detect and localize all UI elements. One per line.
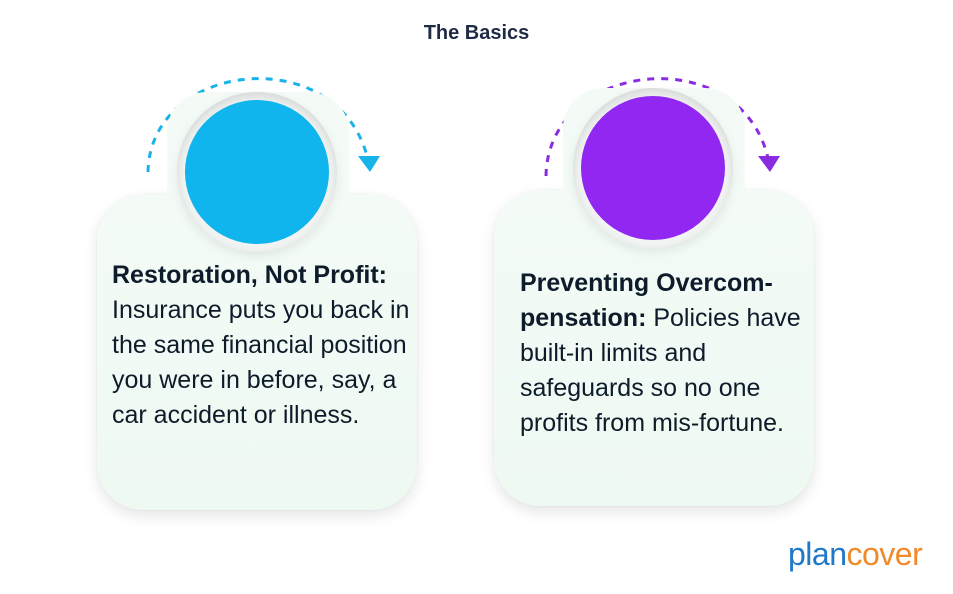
logo-cover: cover — [846, 536, 923, 572]
card-restoration-body: Insurance puts you back in the same fina… — [112, 296, 410, 429]
plancover-logo: plancover — [788, 536, 923, 573]
page-title: The Basics — [423, 22, 530, 44]
logo-plan: plan — [788, 536, 847, 572]
blue-circle — [185, 100, 329, 244]
purple-circle — [581, 96, 725, 240]
card-overcompensation-body: Policies have built-in limits and safegu… — [520, 304, 801, 437]
card-overcompensation-text: Preventing Overcom-pensation: Policies h… — [520, 266, 820, 441]
right-arc-arrow — [544, 77, 770, 177]
left-arrow-head — [358, 156, 380, 172]
card-restoration-heading: Restoration, Not Profit: — [112, 261, 387, 289]
card-overcompensation-heading: Preventing Overcom-pensation: — [520, 269, 773, 332]
card-restoration-text: Restoration, Not Profit: Insurance puts … — [112, 258, 412, 433]
right-arrow-head — [758, 156, 780, 172]
